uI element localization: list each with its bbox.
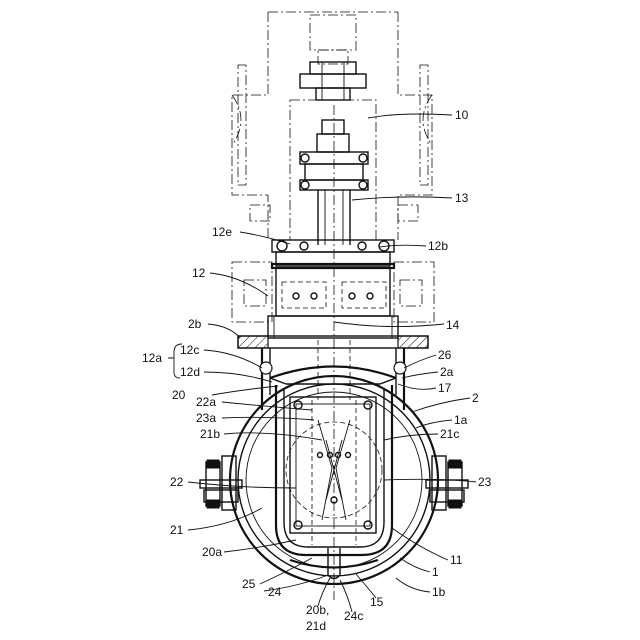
label-21b: 21b bbox=[200, 427, 220, 441]
label-10: 10 bbox=[455, 108, 469, 122]
label-20b: 20b, bbox=[306, 603, 329, 617]
label-20: 20 bbox=[172, 388, 186, 402]
leader-lines bbox=[188, 114, 476, 612]
bonnet bbox=[232, 240, 434, 322]
label-17: 17 bbox=[438, 381, 452, 395]
label-1b: 1b bbox=[432, 585, 446, 599]
label-2a: 2a bbox=[440, 365, 454, 379]
label-2: 2 bbox=[472, 391, 479, 405]
label-22: 22 bbox=[170, 475, 184, 489]
label-12b: 12b bbox=[428, 239, 448, 253]
label-21c: 21c bbox=[440, 427, 459, 441]
label-23: 23 bbox=[478, 475, 492, 489]
label-2b: 2b bbox=[188, 317, 202, 331]
label-12e: 12e bbox=[212, 225, 232, 239]
label-12a: 12a bbox=[142, 351, 162, 365]
label-1a: 1a bbox=[454, 413, 468, 427]
label-15: 15 bbox=[370, 595, 384, 609]
label-11: 11 bbox=[450, 553, 463, 567]
side-flange-left bbox=[200, 456, 242, 510]
label-21: 21 bbox=[170, 523, 184, 537]
label-21d: 21d bbox=[306, 619, 326, 633]
label-26: 26 bbox=[438, 348, 452, 362]
label-23a: 23a bbox=[196, 411, 216, 425]
label-14: 14 bbox=[446, 318, 460, 332]
label-24: 24 bbox=[268, 585, 282, 599]
label-25: 25 bbox=[242, 577, 256, 591]
label-22a: 22a bbox=[196, 395, 216, 409]
label-1: 1 bbox=[432, 565, 439, 579]
label-24c: 24c bbox=[344, 609, 363, 623]
label-12d: 12d bbox=[180, 365, 200, 379]
side-flange-right bbox=[426, 456, 468, 510]
label-12c: 12c bbox=[180, 343, 199, 357]
label-13: 13 bbox=[455, 191, 469, 205]
gland-plate bbox=[268, 316, 398, 338]
label-12: 12 bbox=[192, 266, 206, 280]
actuator-frame bbox=[232, 12, 432, 240]
label-20a: 20a bbox=[202, 545, 222, 559]
top-coupling bbox=[300, 62, 366, 100]
